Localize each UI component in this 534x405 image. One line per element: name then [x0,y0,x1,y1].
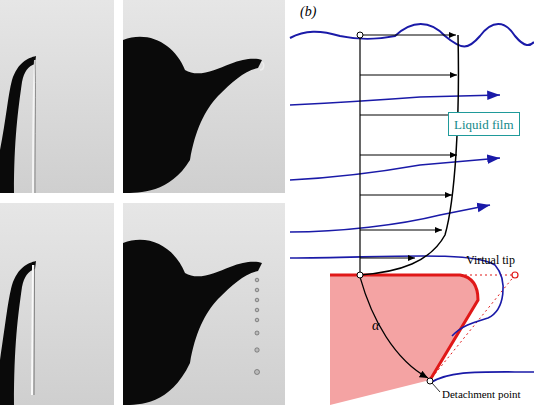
box-text: Liquid film [454,117,514,132]
flow-diagram [290,24,534,405]
photo-panels [0,0,285,405]
film-label-box: Liquid film [448,112,520,136]
point-label: Detachment point [442,388,521,400]
point-label: Virtual tip [466,253,515,268]
panel-letter: (b) [300,4,316,20]
angle-symbol: α [372,318,379,334]
